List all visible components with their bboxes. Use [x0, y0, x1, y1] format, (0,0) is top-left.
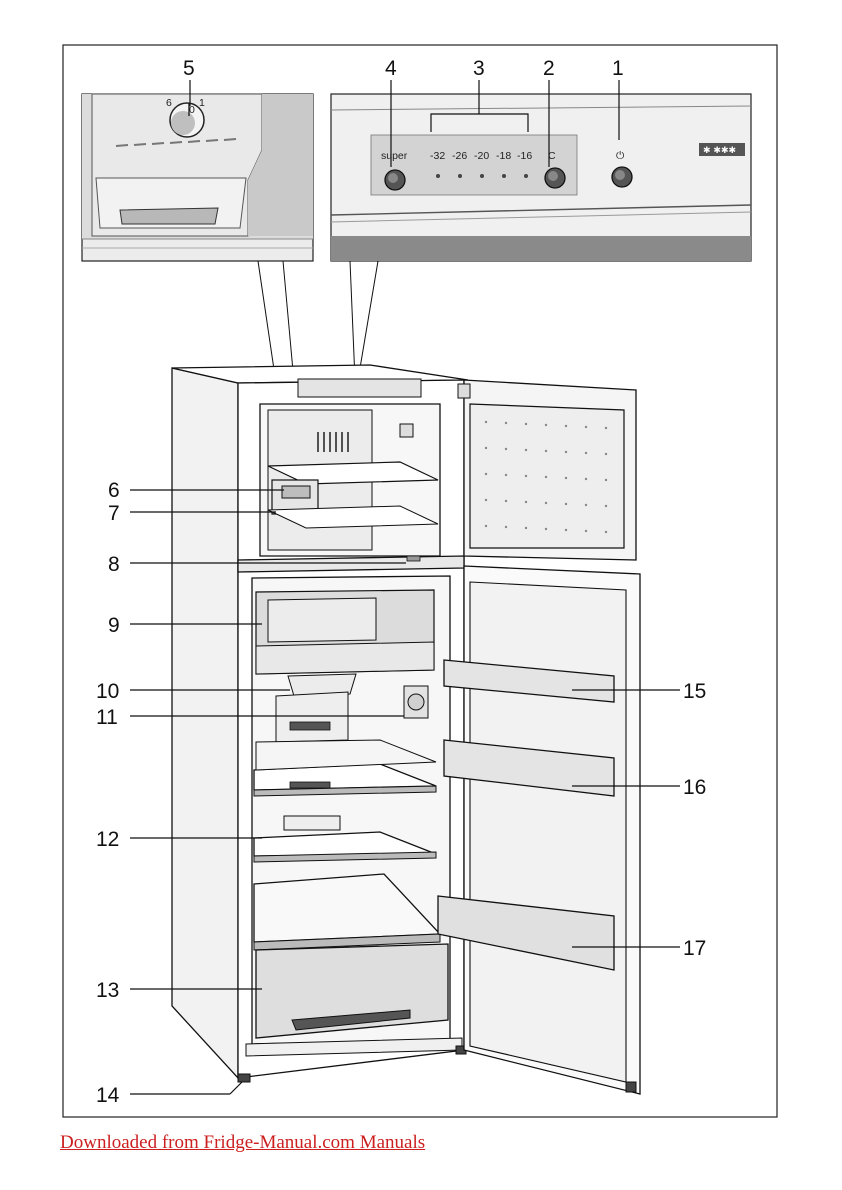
callout-14: 14 — [96, 1084, 120, 1107]
callout-3: 3 — [473, 57, 485, 80]
callout-10: 10 — [96, 680, 119, 703]
super-label: super — [381, 150, 408, 162]
scale-label-3: -20 — [474, 150, 489, 162]
dial-mark-1: 1 — [199, 97, 205, 109]
callout-1: 1 — [612, 57, 624, 80]
thermostat-inset: 6 1 0 — [82, 94, 313, 261]
callout-4: 4 — [385, 57, 397, 80]
callout-7: 7 — [108, 502, 120, 525]
star-rating-icon: ✱ ✱✱✱ — [703, 146, 736, 156]
scale-label-2: -26 — [452, 150, 467, 162]
callout-2: 2 — [543, 57, 555, 80]
callout-8: 8 — [108, 553, 120, 576]
fridge-illustration — [172, 365, 640, 1094]
callout-11: 11 — [96, 706, 118, 729]
control-panel-inset: super -32 -26 -20 -18 -16 C ⏻ ✱ ✱✱✱ — [331, 94, 751, 261]
power-symbol-icon: ⏻ — [616, 150, 625, 162]
dial-mark-6: 6 — [166, 97, 172, 109]
callout-9: 9 — [108, 614, 120, 637]
callout-12: 12 — [96, 828, 119, 851]
callout-15: 15 — [683, 680, 706, 703]
footer-source-link[interactable]: Downloaded from Fridge-Manual.com Manual… — [60, 1132, 425, 1154]
callout-16: 16 — [683, 776, 706, 799]
callout-6: 6 — [108, 479, 120, 502]
callout-5: 5 — [183, 57, 195, 80]
scale-label-5: -16 — [517, 150, 532, 162]
scale-label-1: -32 — [430, 150, 445, 162]
scale-label-4: -18 — [496, 150, 511, 162]
callout-13: 13 — [96, 979, 119, 1002]
callout-17: 17 — [683, 937, 706, 960]
